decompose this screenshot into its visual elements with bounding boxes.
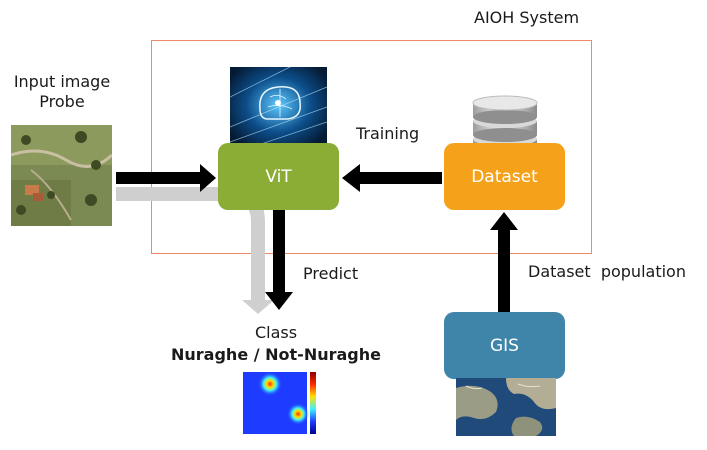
input-label-line2: Probe — [39, 92, 85, 111]
aerial-photo-icon — [11, 125, 112, 226]
system-boundary — [151, 40, 592, 254]
system-title: AIOH System — [474, 8, 580, 27]
gis-node: GIS — [444, 312, 565, 379]
vit-node: ViT — [218, 143, 339, 210]
input-label-line1: Input image — [13, 72, 111, 91]
dataset-node: Dataset — [444, 143, 565, 210]
class-label: Class — [254, 323, 298, 342]
input-label: Input image Probe — [8, 72, 116, 112]
ghost-bypass-arrow — [116, 187, 274, 314]
predict-label: Predict — [303, 264, 359, 283]
brain-network-icon — [230, 67, 327, 151]
training-arrow — [342, 164, 442, 192]
training-label: Training — [356, 124, 420, 143]
input-to-vit-arrow — [116, 164, 216, 192]
class-value: Nuraghe / Not-Nuraghe — [171, 345, 381, 364]
predict-arrow — [265, 210, 293, 310]
population-arrow — [490, 212, 518, 312]
population-label: Dataset population — [528, 262, 686, 281]
heatmap-icon — [240, 370, 320, 436]
satellite-map-icon — [456, 378, 556, 436]
